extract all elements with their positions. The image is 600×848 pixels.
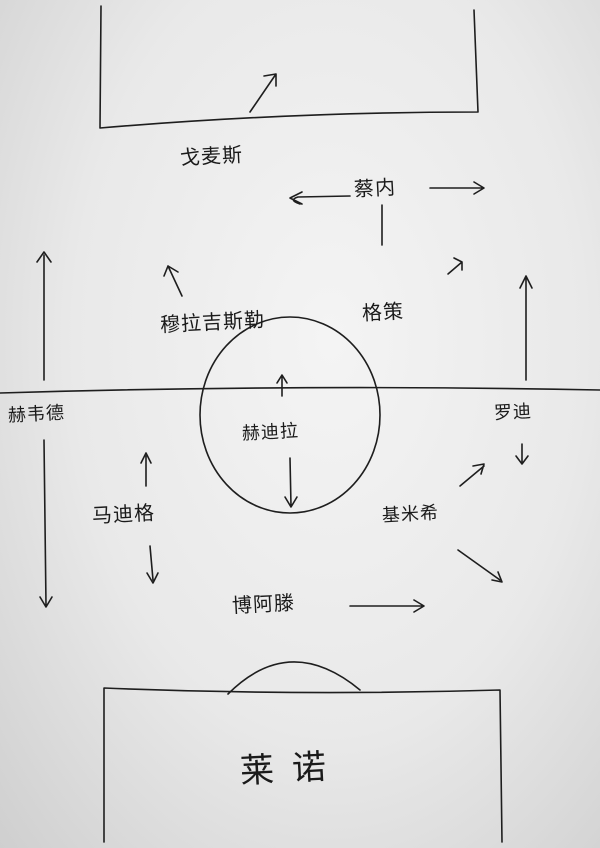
arrow-center-up <box>276 374 288 397</box>
label-left-center-back: 马迪格 <box>91 500 156 528</box>
arrow-left-back-up <box>36 251 52 381</box>
label-top-forward: 戈麦斯 <box>179 142 244 170</box>
arrow-top-forward <box>249 73 277 113</box>
label-goalkeeper: 莱诺 <box>239 746 345 792</box>
arrow-right-back-up <box>519 275 533 381</box>
bottom-goal-box <box>103 687 503 843</box>
arrow-lcb-down <box>146 545 159 584</box>
arrow-left-back-down <box>39 439 53 608</box>
arrow-center-down <box>284 457 298 508</box>
arrow-left-mid <box>163 265 183 297</box>
top-goal-box <box>99 5 479 129</box>
arrow-rcb-up <box>459 463 485 487</box>
label-left-back: 赫韦德 <box>7 402 66 427</box>
arrow-libero-right <box>349 599 425 613</box>
label-center: 赫迪拉 <box>241 420 300 445</box>
arrow-right-back-down <box>515 443 529 465</box>
label-right-back: 罗迪 <box>493 401 533 424</box>
label-right-mid: 格策 <box>361 298 405 326</box>
label-left-mid: 穆拉吉斯勒 <box>159 307 266 337</box>
arrow-right-forward-right <box>429 181 485 195</box>
label-right-forward: 蔡内 <box>353 174 397 202</box>
arrow-right-mid <box>447 257 463 275</box>
arrow-rcb-down <box>457 549 503 583</box>
penalty-arc <box>227 661 361 695</box>
halfway-line <box>0 386 600 394</box>
label-libero: 博阿滕 <box>231 590 296 618</box>
label-right-center-back: 基米希 <box>381 502 440 527</box>
arrow-right-forward-left <box>289 191 351 205</box>
center-circle <box>199 316 381 514</box>
arrow-lcb-up <box>140 452 152 487</box>
